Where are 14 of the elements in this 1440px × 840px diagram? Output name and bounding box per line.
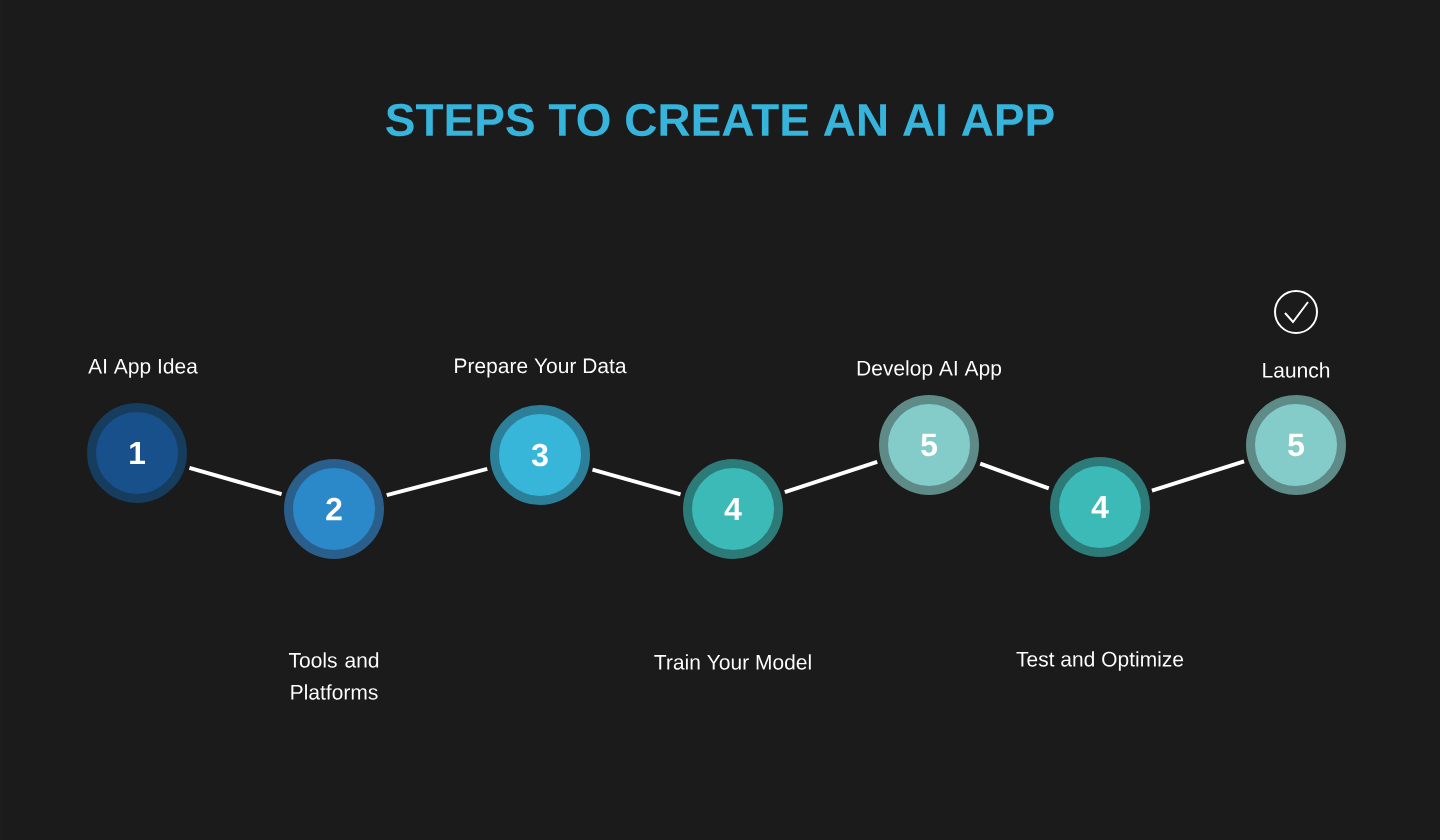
connector-line — [979, 461, 1050, 491]
step-label: Launch — [1263, 362, 1330, 378]
connector-line — [188, 465, 283, 497]
connector-line — [386, 466, 488, 498]
connector-line — [1151, 459, 1245, 493]
step-label: Test and Optimize — [1016, 651, 1184, 671]
step-label: AI App Idea — [88, 358, 198, 378]
step-label: Prepare Your Data — [455, 358, 627, 378]
step-label: Tools and Platforms — [288, 652, 379, 700]
connector-line — [784, 460, 878, 494]
step-label: Develop AI App — [857, 360, 1002, 380]
step-label: Train Your Model — [654, 654, 811, 670]
connector-line — [591, 467, 682, 497]
title: STEPS TO CREATE AN AI APP — [386, 103, 1054, 137]
